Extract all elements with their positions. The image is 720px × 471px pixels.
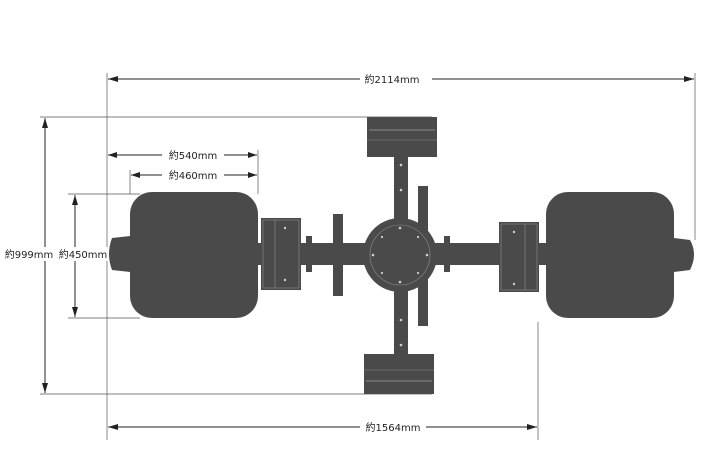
left-tire [130, 192, 258, 318]
dimension-tire-section: 約540mm [108, 148, 257, 162]
overall-length-label: 約2114mm [365, 73, 420, 86]
left-hub-cap [109, 236, 130, 272]
dimension-overall-length: 約2114mm [108, 72, 694, 86]
bottom-mount-pad [364, 354, 434, 394]
dimension-wheelbase-span: 約1564mm [108, 420, 537, 434]
extension-lines [40, 73, 696, 440]
tire-section-label: 約540mm [169, 149, 218, 162]
right-hub-cap [674, 238, 694, 272]
right-flange [499, 222, 539, 292]
dimension-overall-width: 約999mm [2, 118, 56, 393]
left-flange [261, 218, 301, 290]
right-tire [546, 192, 674, 318]
dimension-tire-height: 約450mm [58, 195, 108, 317]
dimension-rim-width: 約460mm [131, 168, 257, 182]
top-mount-pad [367, 117, 437, 157]
left-bracket-bar [333, 214, 343, 296]
wheelbase-span-label: 約1564mm [366, 421, 421, 434]
axle-assembly [109, 117, 694, 394]
rim-width-label: 約460mm [169, 169, 218, 182]
tire-height-label: 約450mm [59, 248, 108, 261]
overall-width-label: 約999mm [5, 248, 54, 261]
